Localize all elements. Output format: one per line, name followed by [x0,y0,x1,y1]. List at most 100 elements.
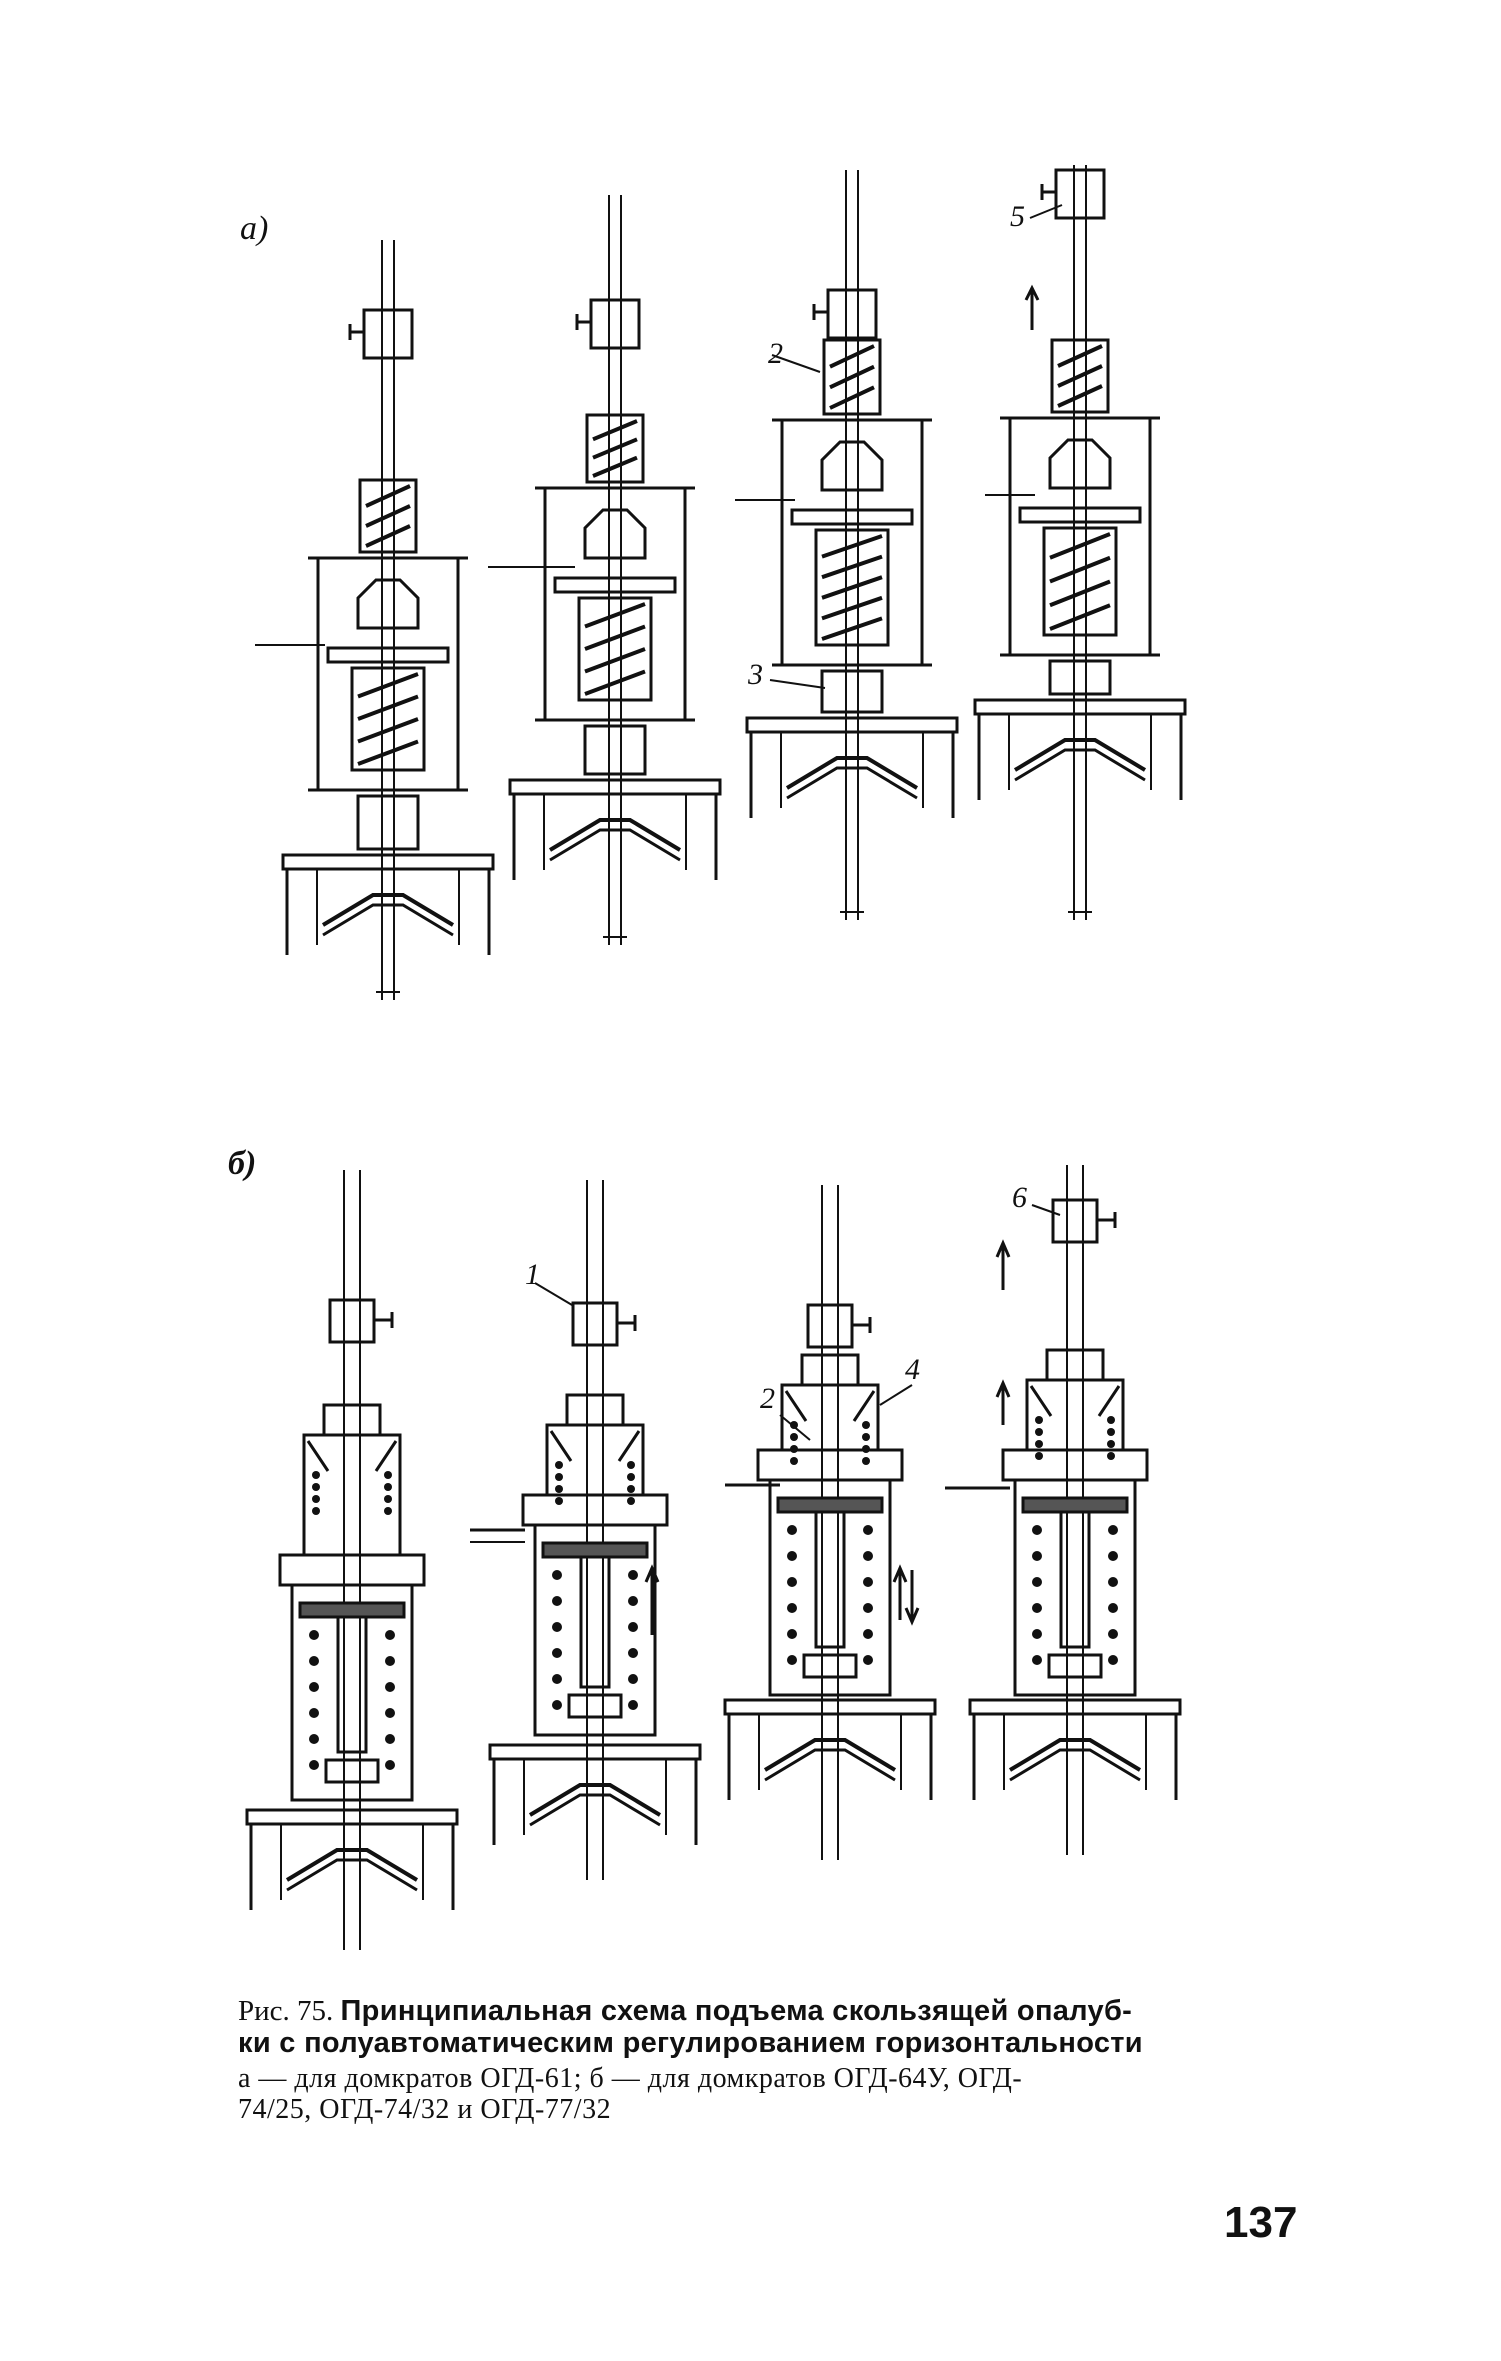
caption-title-line1: Принципиальная схема подъема скользящей … [340,1995,1133,2027]
jack-a3-plate-mid [790,508,914,526]
caption-sub-line2: 74/25, ОГД-74/32 и ОГД-77/32 [238,2094,612,2125]
jack-b3-coil-l2 [787,1577,797,1587]
jack-a2-spring-main-coil [584,602,646,696]
jack-b4-piston [1059,1510,1091,1649]
jack-b1-clamp [328,1298,376,1344]
jack-b4-coil-r1 [1108,1551,1118,1561]
jack-b4-cone [1029,1385,1121,1417]
jack-b4-piston-foot [1047,1653,1103,1679]
jack-a2-base-yoke2 [549,828,681,862]
arrow-b3-up-head [892,1564,908,1583]
jack-b3-coil-l3 [787,1603,797,1613]
jack-b3-coil-r3 [863,1603,873,1613]
jack-a1-spring-main-housing [350,666,426,772]
jack-b2-base-yoke [528,1783,662,1817]
jack-a4-spring-top-housing [1050,338,1110,414]
part-label-6b: 6 [1012,1181,1027,1214]
jack-b3-coil-l1 [787,1551,797,1561]
jack-b1-ball-l0 [312,1471,320,1479]
jack-b4-base-yoke2 [1009,1748,1141,1782]
jack-a3-base-yoke [785,756,919,790]
jack-b4-ball-l2 [1035,1440,1043,1448]
jack-b3-base-plate-bar [723,1698,937,1716]
jack-b2-cone [549,1430,641,1462]
jack-b4-ball-r0 [1107,1416,1115,1424]
jack-b4-ball-l1 [1035,1428,1043,1436]
jack-b2-coil-l3 [552,1648,562,1658]
jack-b1-cone [306,1440,398,1472]
leader-5a [1029,204,1063,219]
leader-4b [879,1384,913,1406]
jack-a4-base-yoke2 [1014,748,1146,782]
jack-b4-coil-l1 [1032,1551,1042,1561]
jack-b1-piston [336,1615,368,1754]
jack-a1-spring-top-coil [365,484,411,548]
jack-b3-piston [814,1510,846,1649]
jack-b1-collar [322,1403,382,1437]
jack-a2-base-yoke [548,818,682,852]
jack-b1-base-plate-bar [245,1808,459,1826]
jack-b1-coil-r3 [385,1708,395,1718]
jack-b3-coil-r5 [863,1655,873,1665]
leader-6b [1031,1204,1061,1216]
leader-1b [534,1282,573,1306]
jack-b1-coil-r1 [385,1656,395,1666]
part-label-4b: 4 [905,1353,920,1386]
jack-b3-coil-r2 [863,1577,873,1587]
jack-b3-base-yoke2 [764,1748,896,1782]
jack-b1-base-yoke [285,1848,419,1882]
jack-b2-coil-r4 [628,1674,638,1684]
jack-b3-coil-r1 [863,1551,873,1561]
page-number: 137 [1224,2198,1298,2247]
jack-b2-coil-l1 [552,1596,562,1606]
jack-a1-stem [356,794,420,851]
jack-b3-cylinder [768,1478,892,1697]
jack-b1-cylinder [290,1583,414,1802]
jack-b1-coil-l3 [309,1708,319,1718]
jack-b3-hatch-top [776,1496,884,1514]
jack-b2-base-plate-bar [488,1743,702,1761]
jack-b2-coil-r0 [628,1570,638,1580]
jack-b4-coil-r4 [1108,1629,1118,1639]
jack-a2-plate-mid [553,576,677,594]
jack-b3-coil-r4 [863,1629,873,1639]
jack-b3-ball-r0 [862,1421,870,1429]
part-label-2a: 2 [768,337,783,370]
jack-b4-collar [1045,1348,1105,1382]
arrow-b4-up-head [995,1379,1011,1398]
arrow-b4-up2-head [995,1239,1011,1258]
jack-b4-hatch-top [1021,1496,1129,1514]
jack-a3-stem [820,669,884,714]
jack-a2-spring-top-coil [592,419,638,478]
jack-b1-ball-r0 [384,1471,392,1479]
caption-title: Рис. 75. Принципиальная схема подъема ск… [238,1995,1258,2059]
jack-a1-base-yoke [321,893,455,927]
jack-b2-coil-r5 [628,1700,638,1710]
jack-b2-flange [521,1493,669,1527]
jack-b1-ball-l3 [312,1507,320,1515]
jack-a3-spring-main-coil [821,534,883,641]
jack-b3-clamp [806,1303,854,1349]
jack-b2-coil-r1 [628,1596,638,1606]
jack-b1-coil-l5 [309,1760,319,1770]
jack-b4-ball-r3 [1107,1452,1115,1460]
jack-b4-ball-r2 [1107,1440,1115,1448]
jack-a3-spring-main-housing [814,528,890,647]
jack-b1-ball-r2 [384,1495,392,1503]
jack-a2-spring-top-housing [585,413,645,484]
arrow-b3-down-head [904,1607,920,1626]
jack-b2-ball-l3 [555,1497,563,1505]
arrow-up-a4-head [1024,284,1040,301]
jack-a4-spring-main-housing [1042,526,1118,637]
jack-a3-spring-top-housing [822,338,882,416]
part-label-2b: 2 [760,1382,775,1415]
jack-a2-piston-head [583,508,647,560]
jack-b1-cone-housing [302,1433,402,1557]
jack-b4-base-plate-bar [968,1698,1182,1716]
jack-b2-ball-l0 [555,1461,563,1469]
jack-b2-coil-r2 [628,1622,638,1632]
jack-b2-ball-r0 [627,1461,635,1469]
jack-a1-piston-head [356,578,420,630]
figure-caption: Рис. 75. Принципиальная схема подъема ск… [238,1995,1258,2125]
